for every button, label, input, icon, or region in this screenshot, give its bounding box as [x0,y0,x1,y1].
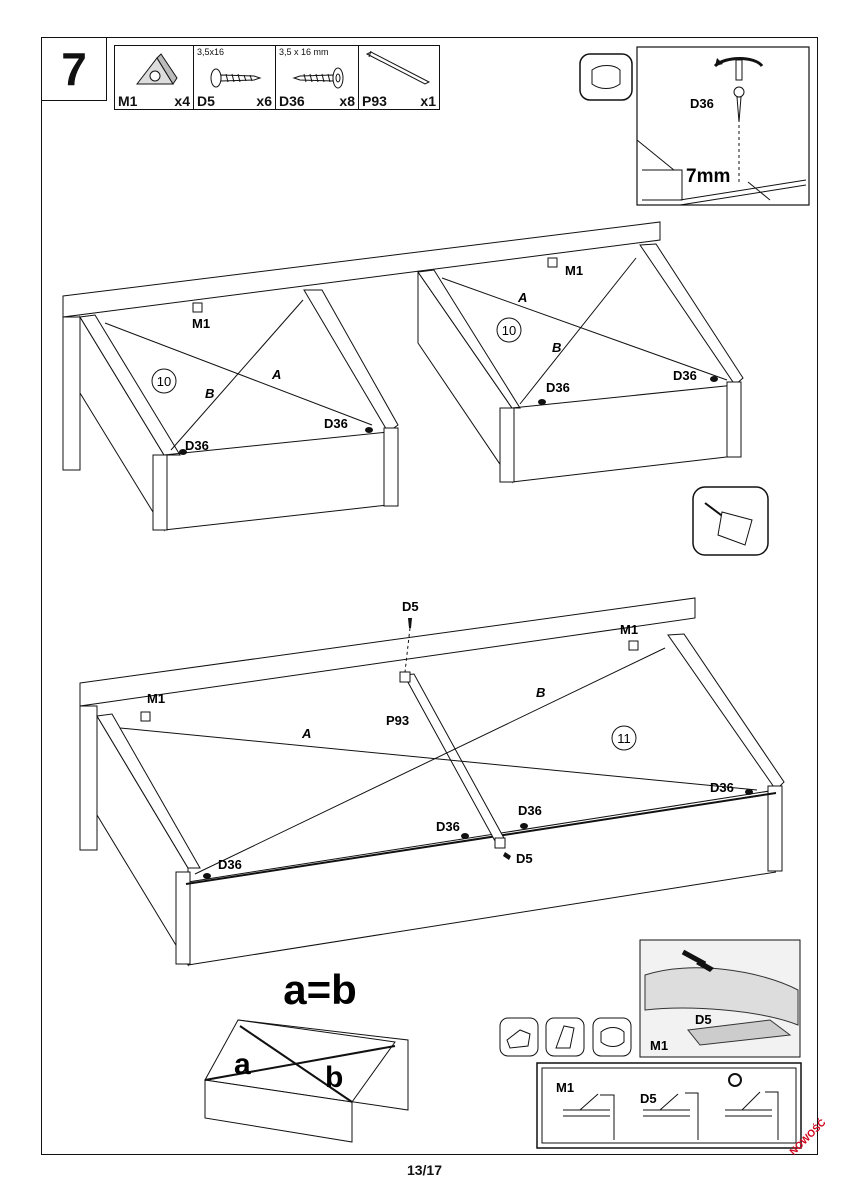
diag-a-label: a [234,1048,251,1081]
d36-label: D36 [324,416,348,431]
d36-label: D36 [546,380,570,395]
lower-assembly: 11 D5 M1 M1 P93 D36 D36 D36 D36 D5 A B [79,597,785,967]
corner-bracket-icon [135,53,178,85]
tool-icon [692,486,769,556]
photo-detail: M1 D5 [639,939,801,1058]
part-p93: P93 x1 [359,46,439,109]
page-number: 13/17 [406,1162,443,1178]
detail-7mm-label: 7mm [686,166,730,187]
part-d36: 3,5 x 16 mm D36 x8 [276,46,359,109]
d36-label: D36 [185,438,209,453]
d5-label: D5 [402,599,419,614]
rotate-icon [592,1017,632,1057]
part-m1: M1 x4 [115,46,194,109]
d5-label: D5 [695,1012,712,1027]
hand-icon [545,1017,585,1057]
panel-right-number: 10 [502,323,516,338]
d36-label: D36 [218,857,242,872]
gloves-icon [499,1017,539,1057]
m1-label: M1 [147,691,165,706]
d5-label: D5 [516,851,533,866]
d36-label: D36 [710,780,734,795]
d5-label: D5 [640,1091,657,1106]
d36-label: D36 [518,803,542,818]
m1-label: M1 [556,1080,574,1095]
d36-label: D36 [673,368,697,383]
panel-left-number: 10 [157,374,171,389]
page-frame [41,37,818,1155]
diagonal-a-label: A [301,726,311,741]
parts-list: M1 x4 3,5x16 D5 x6 3,5 x 16 mm D36 x8 P9… [114,45,440,110]
diagonal-b-label: B [205,386,214,401]
upper-assembly: 10 10 M1 M1 D36 D36 D36 D36 A B A B [62,221,744,532]
m1-label: M1 [565,263,583,278]
m1-label: M1 [620,622,638,637]
m1-label: M1 [650,1038,668,1053]
detail-d36-label: D36 [690,96,714,111]
detail-d36-7mm: D36 7mm [636,46,810,206]
rod-icon [365,50,431,85]
square-formula: a=b [283,966,357,1013]
screw-icon [210,68,262,88]
p93-label: P93 [386,713,409,728]
diag-b-label: b [325,1061,343,1094]
diagonal-b-label: B [536,685,545,700]
part-d5: 3,5x16 D5 x6 [194,46,276,109]
m1-label: M1 [192,316,210,331]
square-check: a=b a b [204,966,409,1143]
d36-label: D36 [436,819,460,834]
diagonal-a-label: A [517,290,527,305]
steps-detail: M1 D5 [536,1062,802,1149]
panel-number: 11 [617,731,631,746]
diagonal-b-label: B [552,340,561,355]
washer-screw-icon [292,67,344,89]
screwdriver-rotate-icon [579,53,633,101]
diagonal-a-label: A [271,367,281,382]
step-number: 7 [41,37,107,101]
